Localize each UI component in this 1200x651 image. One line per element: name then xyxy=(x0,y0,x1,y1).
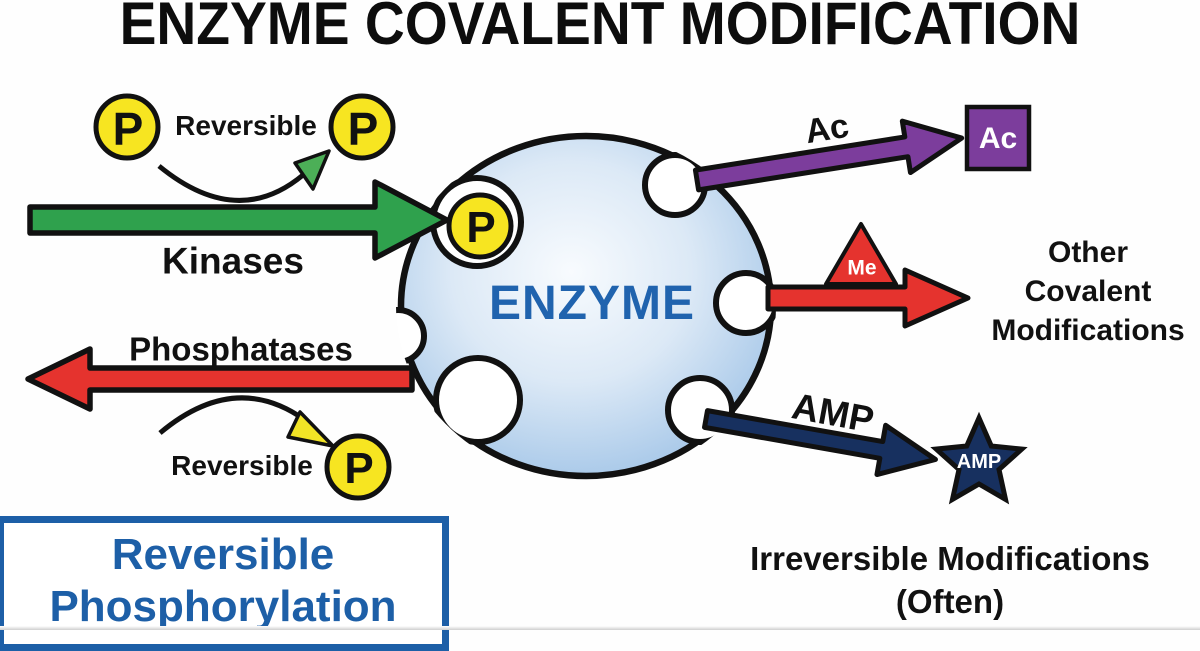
phosphate-circle-on-enzyme xyxy=(446,192,514,260)
enzyme-notch-bottom-left xyxy=(433,355,523,445)
ac-arrow-label: Ac xyxy=(802,106,852,152)
ac-product-square xyxy=(964,104,1032,172)
enzyme-label: ENZYME xyxy=(488,277,696,330)
phosphate-circle-bottom xyxy=(324,433,392,501)
phosphatases-label: Phosphatases xyxy=(129,330,353,368)
phosphate-p-on-enzyme: P xyxy=(466,203,496,252)
box-line1: Reversible xyxy=(111,530,335,579)
phosphate-p-top-right: P xyxy=(347,103,379,155)
other-line2: Covalent xyxy=(1024,275,1152,308)
irreversible-line1: Irreversible Modifications xyxy=(750,540,1150,577)
reversible-curve-top xyxy=(157,164,305,203)
irreversible-line2: (Often) xyxy=(895,583,1005,620)
reversible-curve-top-arrowhead-icon xyxy=(293,149,331,191)
phosphate-circle-top-right xyxy=(328,93,396,161)
reversible-phosphorylation-box: Reversible Phosphorylation xyxy=(0,516,449,651)
phosphate-circle-top-left xyxy=(93,93,161,161)
other-line1: Other xyxy=(1047,236,1128,269)
methylation-arrow xyxy=(765,267,971,329)
enzyme-notch-left xyxy=(396,307,427,365)
reversible-phosphorylation-text: Reversible Phosphorylation xyxy=(4,529,442,633)
box-line2: Phosphorylation xyxy=(49,582,397,631)
other-line3: Modifications xyxy=(991,314,1185,347)
enzyme-notch-methyl xyxy=(713,270,776,336)
reversible-label-bottom: Reversible xyxy=(171,450,313,481)
amp-product-star xyxy=(930,411,1028,505)
diagram-shapes xyxy=(25,93,1032,505)
diagram-title: ENZYME COVALENT MODIFICATION xyxy=(119,0,1081,57)
amp-product-label: AMP xyxy=(956,451,1002,473)
reversible-label-top: Reversible xyxy=(175,110,317,141)
reversible-curve-bottom xyxy=(158,395,307,435)
ac-product-label: Ac xyxy=(978,122,1018,155)
irreversible-modifications-label: Irreversible Modifications (Often) xyxy=(700,537,1200,623)
kinases-arrow xyxy=(27,179,450,261)
phosphatases-arrow xyxy=(25,346,415,412)
kinases-label: Kinases xyxy=(162,240,304,282)
image-bottom-edge xyxy=(0,626,1200,630)
amp-arrow xyxy=(702,408,938,478)
acetylation-arrow xyxy=(692,118,965,193)
other-covalent-modifications-label: Other Covalent Modifications xyxy=(972,233,1200,350)
me-tag-label: Me xyxy=(847,256,877,280)
phosphate-p-top-left: P xyxy=(112,103,144,155)
reversible-curve-bottom-arrowhead-icon xyxy=(286,410,335,448)
me-triangle xyxy=(824,222,898,286)
phosphate-p-bottom: P xyxy=(344,444,374,493)
